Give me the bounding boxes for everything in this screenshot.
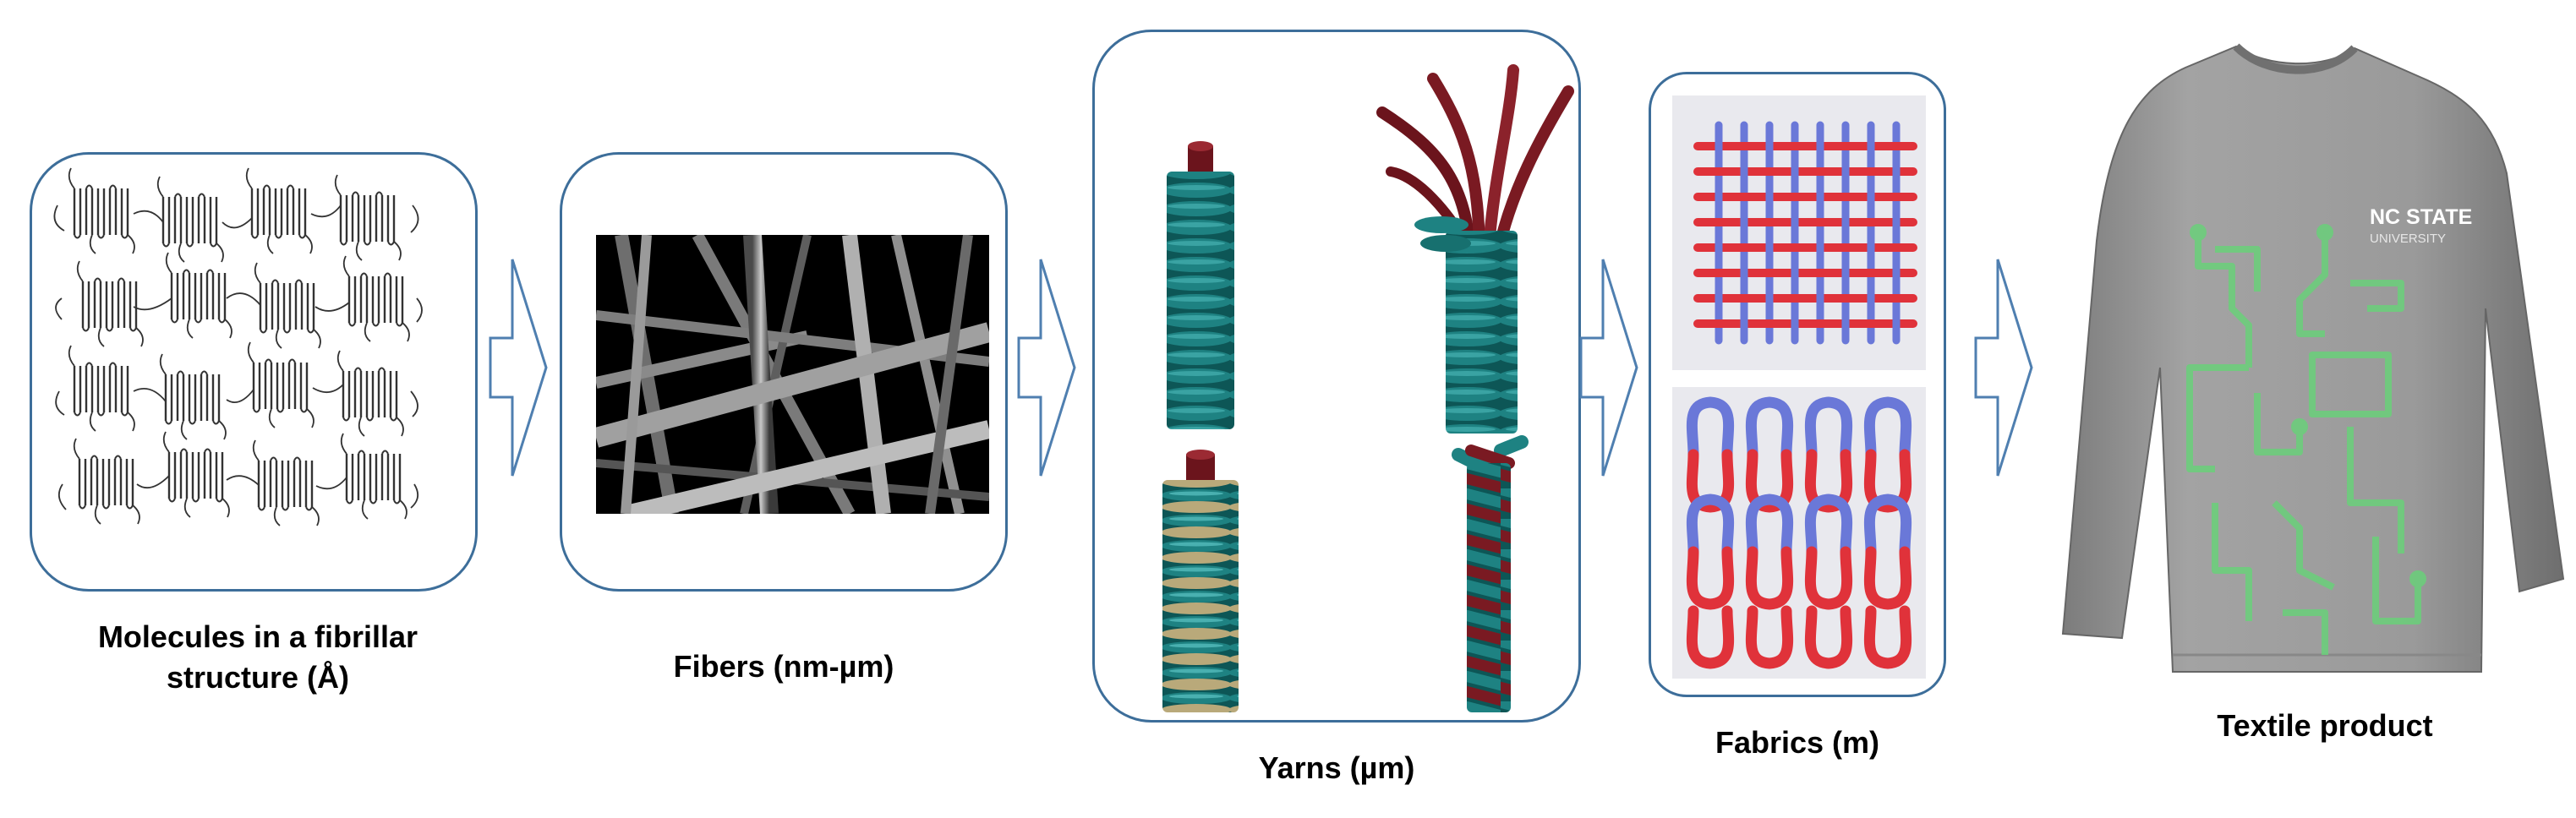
- shirt-logo-line2: UNIVERSITY: [2370, 232, 2446, 246]
- fabrics-label: Fabrics (m): [1715, 725, 1880, 760]
- fibers-panel: [560, 152, 1008, 592]
- yarns-panel: [1092, 30, 1581, 723]
- molecules-label-line1: Molecules in a fibrillar: [97, 619, 418, 654]
- arrow-right-icon: [1579, 259, 1638, 477]
- yarns-label: Yarns (µm): [1258, 750, 1415, 785]
- arrow-right-icon: [489, 259, 548, 477]
- shirt-logo-line1: NC STATE: [2370, 205, 2472, 229]
- arrow-right-icon: [1974, 259, 2033, 477]
- woven-fabric-image: [1672, 95, 1926, 370]
- fabrics-panel: [1649, 72, 1946, 697]
- circuit-traces: [2186, 224, 2426, 655]
- fibers-render-image: [596, 235, 989, 514]
- molecules-label: Molecules in a fibrillar structure (Å): [17, 617, 499, 698]
- arrow-right-icon: [1017, 259, 1076, 477]
- textile-product-label: Textile product: [2217, 708, 2433, 743]
- molecules-label-line2: structure (Å): [166, 660, 350, 695]
- yarn-structures-illustration: [1162, 64, 1574, 712]
- molecular-chains-illustration: [53, 166, 423, 527]
- t-shirt-image: NC STATE UNIVERSITY: [2061, 43, 2565, 673]
- knitted-fabric-image: [1672, 387, 1926, 679]
- fibers-label: Fibers (nm-µm): [673, 649, 894, 684]
- molecules-panel: [30, 152, 478, 592]
